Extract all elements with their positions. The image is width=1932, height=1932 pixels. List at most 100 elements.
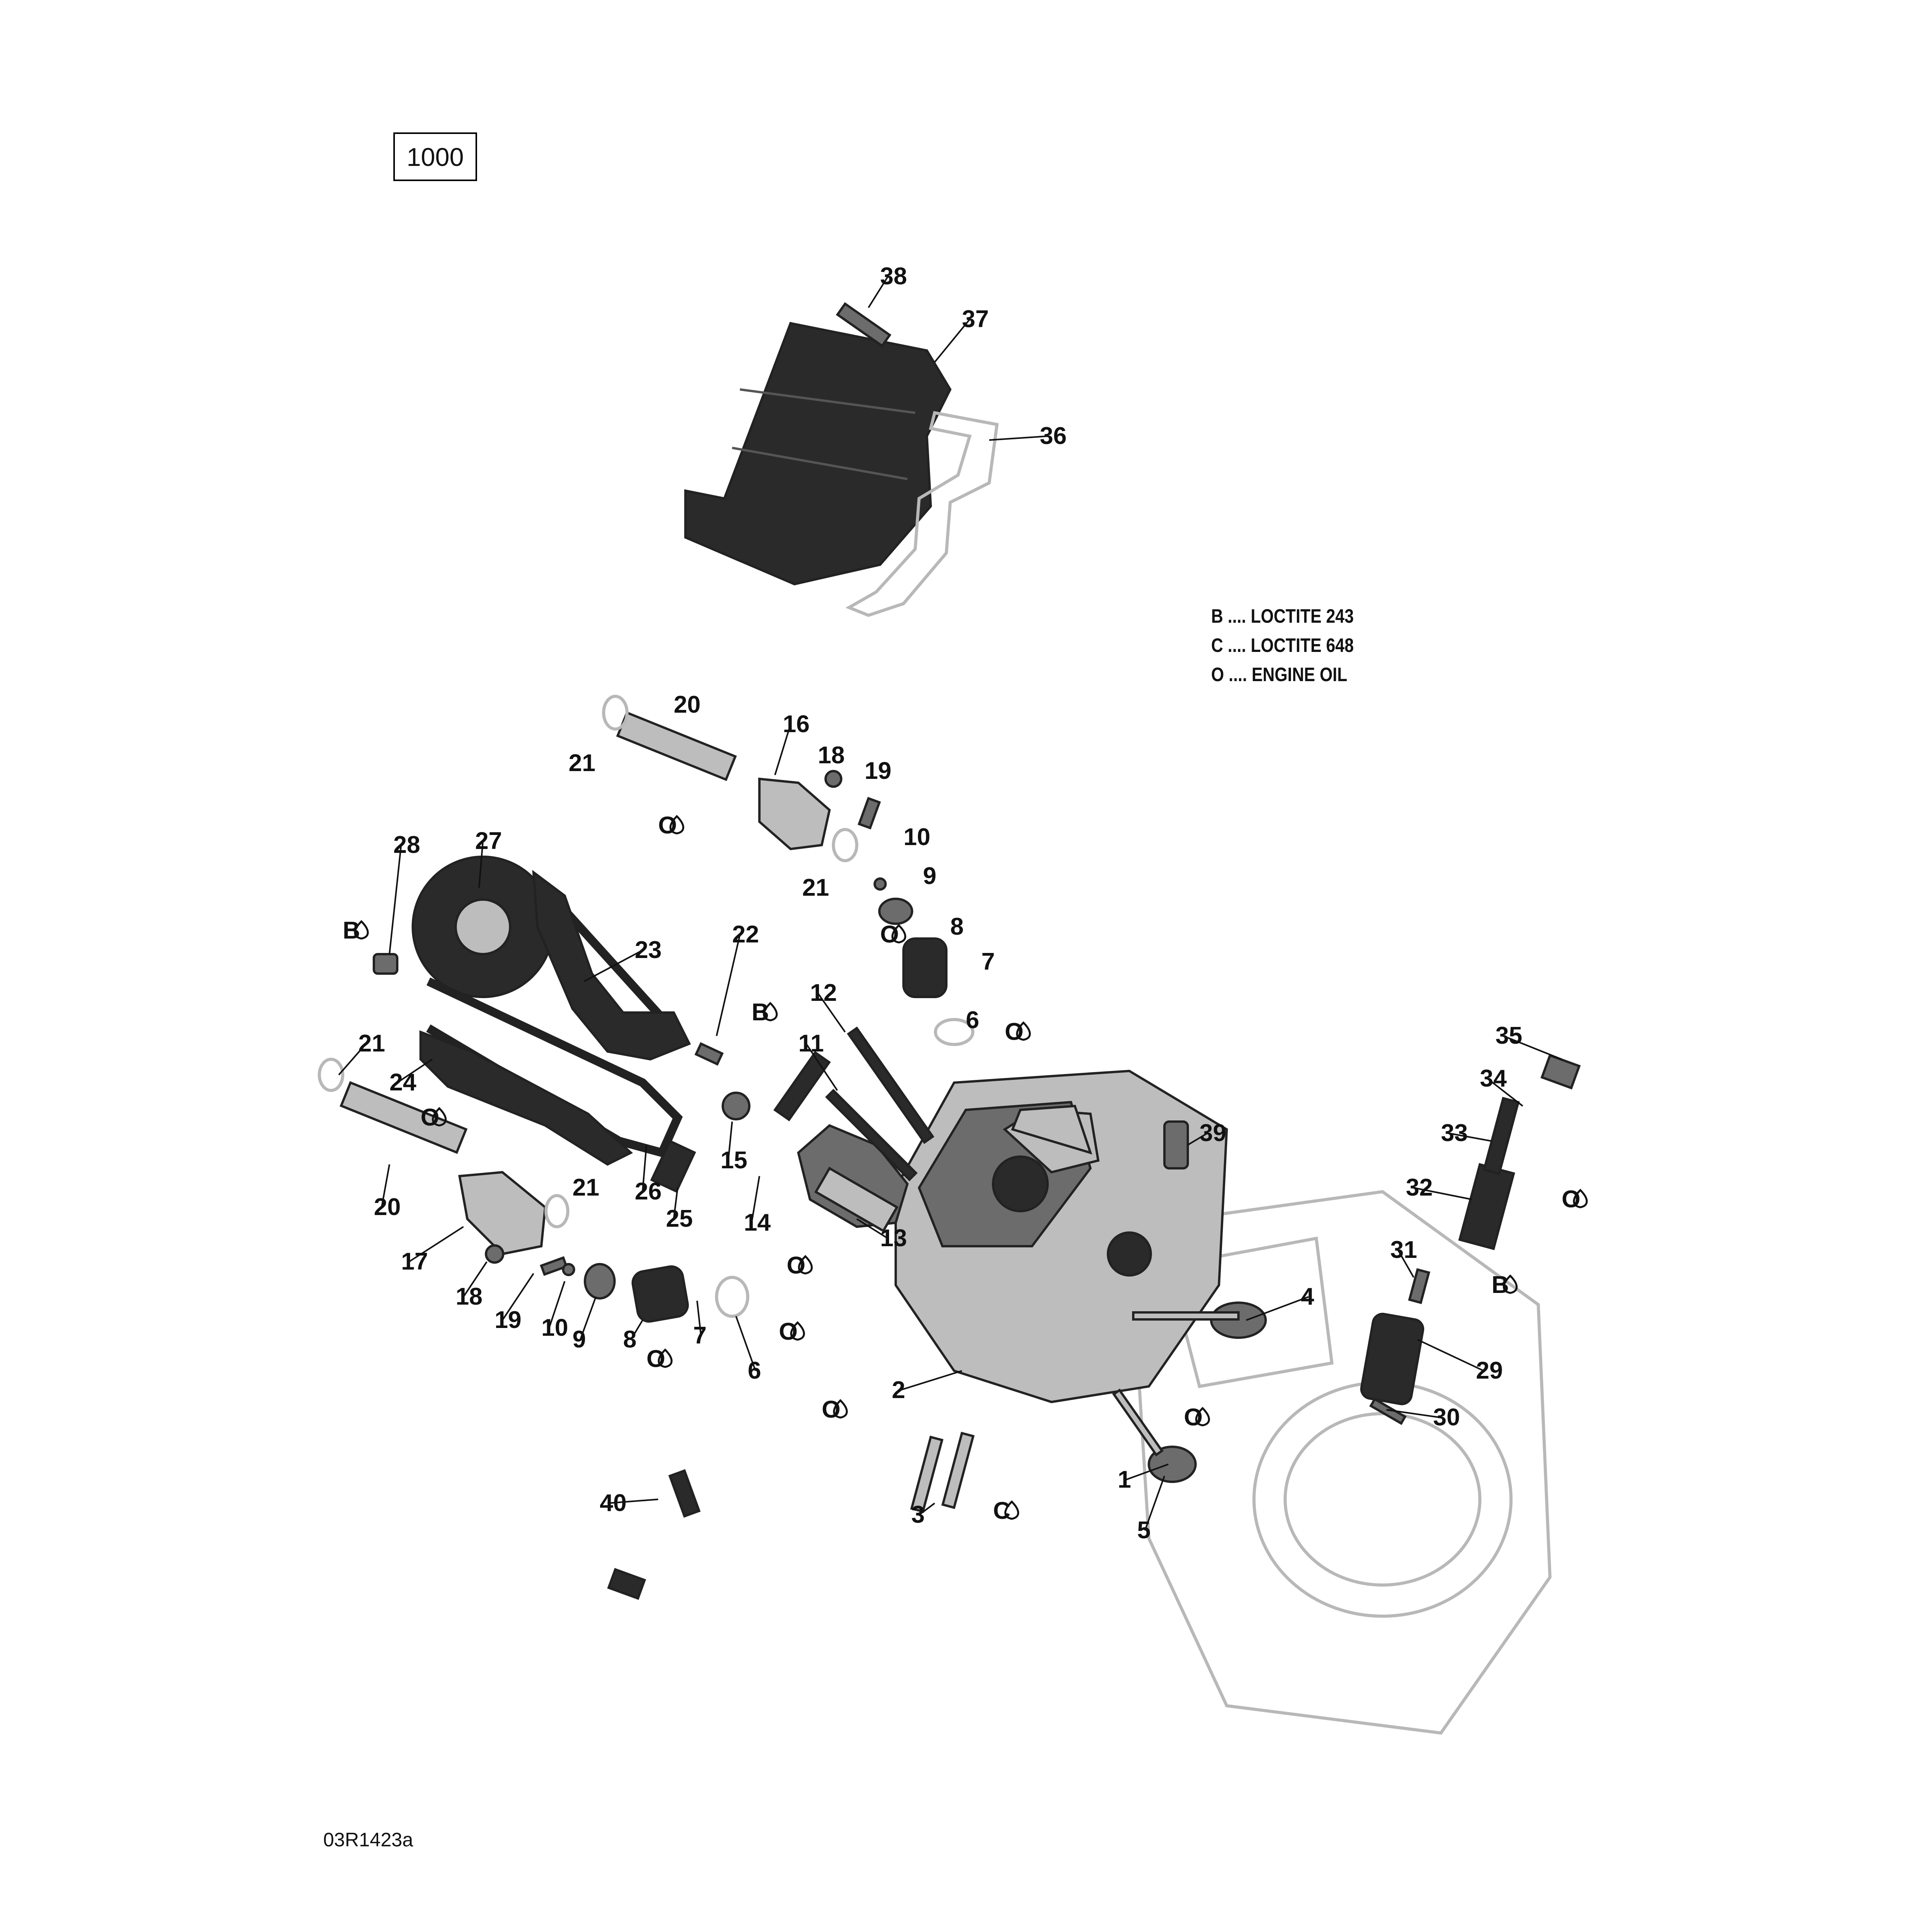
- part-callout: 34: [1480, 1065, 1507, 1092]
- part-callout: 23: [635, 937, 662, 963]
- part-callout: 24: [389, 1069, 416, 1096]
- lubricant-code: O: [1562, 1186, 1580, 1213]
- rocker-arm: [458, 1171, 547, 1256]
- part-callout: 19: [495, 1307, 521, 1333]
- lubricant-marker: O: [1005, 1018, 1031, 1045]
- chain-guide: [532, 870, 691, 1061]
- leader-line: [899, 1370, 962, 1391]
- screw: [694, 1042, 724, 1066]
- droplet-icon: [658, 1348, 673, 1368]
- part-callout: 6: [748, 1357, 761, 1384]
- leader-line: [502, 1273, 534, 1321]
- lubricant-marker: C: [993, 1497, 1019, 1524]
- lubricant-code: O: [1005, 1018, 1023, 1045]
- model-box: 1000: [393, 132, 477, 181]
- legend-code: B: [1211, 605, 1223, 627]
- legend-row: O .... ENGINE OIL: [1211, 660, 1354, 689]
- part-callout: 9: [572, 1326, 586, 1353]
- chain-tensioner-blade: [773, 1051, 831, 1122]
- dowel-pin: [941, 1432, 975, 1509]
- stud: [607, 1568, 646, 1600]
- lubricant-code: O: [787, 1252, 805, 1279]
- leader-line: [727, 1121, 733, 1161]
- droplet-icon: [1004, 1500, 1019, 1520]
- leader-line: [1448, 1132, 1492, 1142]
- leader-line: [396, 1058, 433, 1083]
- droplet-icon: [1503, 1274, 1518, 1294]
- camshaft: [797, 1124, 909, 1233]
- leader-line: [408, 1226, 464, 1263]
- sensor: [1163, 1120, 1189, 1169]
- part-callout: 33: [1441, 1120, 1468, 1147]
- part-callout: 36: [1040, 423, 1067, 449]
- adjuster-screw: [858, 797, 881, 830]
- lubricant-marker: O: [646, 1346, 673, 1372]
- lubricant-marker: O: [658, 812, 684, 839]
- legend-row: B .... LOCTITE 243: [1211, 602, 1354, 631]
- leader-line: [774, 724, 791, 775]
- lubricant-code: B: [343, 917, 360, 944]
- part-callout: 28: [393, 831, 420, 858]
- leader-line: [579, 1296, 597, 1340]
- spring-retainer: [878, 898, 913, 925]
- leader-line: [868, 276, 889, 308]
- stud: [668, 1469, 701, 1518]
- lubricant-legend: B .... LOCTITE 243 C .... LOCTITE 648 O …: [1211, 602, 1354, 689]
- lubricant-code: O: [1184, 1404, 1203, 1431]
- part-callout: 38: [880, 263, 907, 290]
- leader-line: [805, 1043, 838, 1091]
- leader-line: [381, 1164, 390, 1208]
- lubricant-marker: O: [787, 1252, 813, 1279]
- part-callout: 9: [923, 863, 936, 889]
- lubricant-code: O: [421, 1104, 439, 1131]
- legend-row: C .... LOCTITE 648: [1211, 631, 1354, 660]
- part-callout: 21: [572, 1174, 599, 1201]
- locknut: [824, 770, 842, 788]
- rocker-arm: [758, 777, 831, 851]
- lubricant-marker: O: [1562, 1186, 1588, 1213]
- part-callout: 30: [1433, 1404, 1460, 1431]
- part-callout: 18: [456, 1283, 483, 1310]
- dowel-pin: [910, 1435, 944, 1513]
- spring-washer: [715, 1276, 749, 1318]
- leader-line: [716, 934, 741, 1036]
- guide-screw: [722, 1092, 750, 1120]
- legend-dots: ....: [1228, 605, 1246, 627]
- lubricant-code: B: [1492, 1272, 1509, 1298]
- part-callout: 21: [802, 874, 829, 901]
- o-ring: [318, 1058, 344, 1092]
- droplet-icon: [1195, 1407, 1210, 1427]
- part-callout: 21: [358, 1030, 385, 1057]
- leader-line: [338, 1043, 367, 1076]
- droplet-icon: [1016, 1021, 1031, 1041]
- o-ring: [544, 1194, 569, 1228]
- lubricant-code: O: [646, 1346, 665, 1372]
- leader-line: [630, 1319, 643, 1340]
- part-callout: 14: [744, 1209, 771, 1236]
- part-callout: 15: [720, 1147, 747, 1174]
- part-callout: 3: [911, 1501, 925, 1528]
- valve-cover: [684, 322, 952, 586]
- camshaft-bolt: [847, 1026, 935, 1144]
- part-callout: 4: [1301, 1283, 1314, 1310]
- part-callout: 1: [1118, 1466, 1131, 1493]
- lubricant-marker: O: [880, 921, 906, 948]
- leader-line: [389, 845, 402, 955]
- adjuster-screw: [540, 1256, 568, 1276]
- part-callout: 26: [635, 1178, 662, 1205]
- part-callout: 22: [732, 921, 759, 948]
- leader-line: [1144, 1476, 1165, 1531]
- legend-dots: ....: [1228, 664, 1247, 685]
- leader-line: [478, 841, 484, 888]
- leader-line: [1413, 1187, 1472, 1200]
- part-callout: 29: [1476, 1357, 1503, 1384]
- part-callout: 19: [865, 757, 891, 784]
- valve-key: [874, 877, 887, 891]
- droplet-icon: [354, 920, 369, 940]
- droplet-icon: [669, 815, 684, 835]
- o-ring: [602, 695, 629, 731]
- droplet-icon: [432, 1107, 447, 1127]
- chain-guide-pin: [650, 1139, 696, 1193]
- valve-cover-gasket: [845, 411, 999, 617]
- legend-code: O: [1211, 664, 1224, 685]
